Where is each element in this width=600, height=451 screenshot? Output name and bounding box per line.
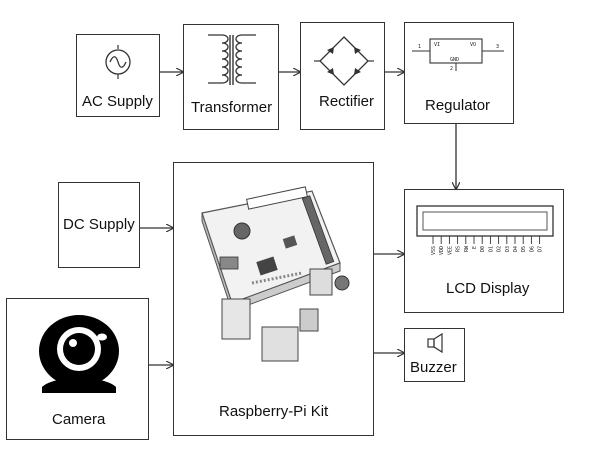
regulator-pin-gnd: GND — [450, 57, 459, 63]
raspberry-pi-label: Raspberry-Pi Kit — [219, 403, 329, 420]
lcd-pin-label: D4 — [513, 246, 519, 252]
regulator-pin-3: 3 — [496, 44, 499, 50]
webcam-icon — [39, 315, 119, 393]
lcd-pin-label: D6 — [529, 246, 535, 252]
lcd-pin-label: D1 — [488, 246, 494, 252]
lcd-pin-label: E — [472, 246, 478, 249]
regulator-block: VI VO GND 1 3 2 Regulator — [404, 22, 514, 124]
ac-source-icon — [105, 45, 131, 79]
ac-supply-label: AC Supply — [82, 93, 153, 110]
regulator-pin-1: 1 — [418, 44, 421, 50]
dc-supply-block: DC Supply — [58, 182, 140, 268]
rectifier-label: Rectifier — [319, 93, 375, 110]
bridge-rectifier-icon — [314, 36, 374, 86]
raspberry-pi-board-icon — [201, 186, 350, 362]
lcd-pin-label: VEE — [447, 246, 453, 255]
buzzer-label: Buzzer — [410, 359, 457, 376]
voltage-regulator-icon: VI VO GND 1 3 2 — [412, 38, 504, 71]
regulator-pin-out: VO — [470, 42, 476, 48]
buzzer-block: Buzzer — [404, 328, 465, 382]
dc-supply-label: DC Supply — [63, 216, 135, 233]
lcd-pin-label: RW — [464, 245, 470, 252]
rectifier-block: Rectifier — [300, 22, 385, 130]
camera-label: Camera — [52, 411, 106, 428]
lcd-pin-label: D5 — [521, 246, 527, 252]
lcd-pin-label: D3 — [505, 246, 511, 252]
camera-block: Camera — [6, 298, 149, 440]
regulator-pin-in: VI — [434, 42, 440, 48]
transformer-coil-icon — [208, 34, 256, 85]
lcd-pin-label: VDD — [439, 246, 445, 255]
lcd-display-label: LCD Display — [446, 280, 530, 297]
ac-supply-block: AC Supply — [76, 34, 160, 117]
regulator-label: Regulator — [425, 97, 491, 114]
lcd-pin-label: D7 — [538, 246, 544, 252]
speaker-icon — [427, 332, 443, 354]
lcd-pin-label: D2 — [497, 246, 503, 252]
lcd-pin-label: RS — [456, 246, 462, 252]
transformer-label: Transformer — [191, 99, 273, 116]
lcd-pin-label: VSS — [431, 246, 437, 255]
regulator-pin-2: 2 — [450, 66, 453, 71]
raspberry-pi-block: Raspberry-Pi Kit — [173, 162, 374, 436]
transformer-block: Transformer — [183, 24, 279, 130]
lcd-pin-label: D0 — [480, 246, 486, 252]
